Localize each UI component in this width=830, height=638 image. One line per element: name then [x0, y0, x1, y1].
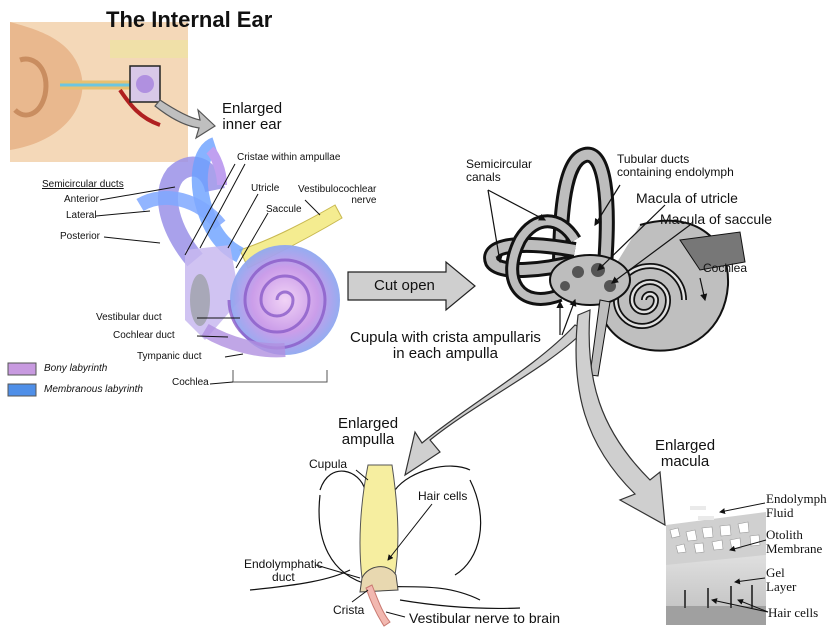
- otolith-line1: Otolith: [766, 527, 803, 542]
- cut-open-label: Cut open: [374, 277, 435, 294]
- cupula-label: Cupula: [309, 457, 348, 471]
- vestibulocochlear-nerve-label: Vestibulocochlear nerve: [298, 184, 377, 206]
- enlarged-ampulla-label: Enlarged ampulla: [338, 416, 398, 448]
- enlarged-macula-line2: macula: [660, 452, 710, 470]
- gel-layer-label: Gel Layer: [766, 566, 796, 593]
- arrow-to-ampulla: [404, 324, 587, 477]
- semicircular-canals-label: Semicircular canals: [466, 158, 532, 183]
- endolymphatic-duct-label: Endolymphatic duct: [244, 558, 323, 583]
- cupula-shape: [359, 464, 399, 580]
- macula-saccule-label: Macula of saccule: [660, 211, 773, 227]
- enlarged-macula-line1: Enlarged: [655, 437, 716, 454]
- right-leader-lines: [487, 184, 708, 336]
- hair-cells-label-ampulla: Hair cells: [418, 489, 468, 503]
- vestibulocochlear-line2: nerve: [351, 194, 377, 206]
- crista-label: Crista: [333, 603, 365, 617]
- enlarged-ampulla-line2: ampulla: [341, 430, 395, 448]
- enlarged-inner-ear-line2: inner ear: [222, 115, 282, 133]
- vestibular-nerve-shape: [365, 584, 391, 627]
- endolymph-line2: Fluid: [766, 504, 794, 520]
- arrow-to-macula: [575, 309, 666, 527]
- page-title: The Internal Ear: [106, 7, 273, 32]
- cochlear-duct-label: Cochlear duct: [113, 330, 175, 341]
- enlarged-ampulla-line1: Enlarged: [338, 415, 399, 432]
- cristae-label: Cristae within ampullae: [237, 152, 341, 163]
- inner-ear-illustration: [136, 137, 343, 383]
- enlarged-inner-ear-line1: Enlarged: [222, 100, 283, 117]
- otolith-line2: Membrane: [766, 540, 823, 556]
- anterior-label: Anterior: [64, 194, 100, 205]
- semicircular-canals-line1: Semicircular: [466, 157, 533, 171]
- vestibulocochlear-line1: Vestibulocochlear: [298, 184, 377, 195]
- tubular-ducts-line2: containing endolymph: [617, 164, 734, 179]
- semicircular-ducts-label: Semicircular ducts: [42, 179, 124, 190]
- left-leader-lines: [95, 163, 321, 385]
- posterior-label: Posterior: [60, 231, 101, 242]
- crista-shape: [359, 566, 399, 593]
- legend-bony-label: Bony labyrinth: [44, 363, 108, 374]
- cupula-crista-label: Cupula with crista ampullaris in each am…: [350, 330, 541, 362]
- tubular-ducts-label: Tubular ducts containing endolymph: [617, 153, 734, 178]
- legend-bony-swatch: [7, 362, 37, 376]
- enlarge-arrow: [154, 99, 216, 140]
- legend-membranous-swatch: [7, 383, 37, 397]
- enlarged-macula-label: Enlarged macula: [655, 438, 715, 470]
- gel-line1: Gel: [766, 565, 785, 580]
- hair-cells-label-macula: Hair cells: [768, 605, 819, 620]
- utricle-label: Utricle: [251, 183, 280, 194]
- endolymph-fluid-label: Endolymph Fluid: [766, 492, 827, 519]
- macula-leaders: [711, 502, 769, 613]
- semicircular-canals-line2: canals: [466, 169, 501, 184]
- cut-open-labyrinth: [483, 146, 746, 377]
- otolith-membrane-label: Otolith Membrane: [766, 528, 822, 555]
- legend-membranous-label: Membranous labyrinth: [44, 384, 143, 395]
- ampulla-leaders: [315, 469, 433, 618]
- endolymphatic-line1: Endolymphatic: [244, 557, 323, 571]
- outer-ear-inset: [10, 22, 188, 162]
- cupula-crista-line2: in each ampulla: [392, 344, 498, 362]
- cochlea-label-left: Cochlea: [172, 377, 209, 388]
- saccule-label: Saccule: [266, 204, 302, 215]
- vestibular-nerve-label: Vestibular nerve to brain: [409, 610, 560, 626]
- lateral-label: Lateral: [66, 210, 97, 221]
- vestibular-duct-label: Vestibular duct: [96, 312, 162, 323]
- macula-illustration: [666, 506, 766, 625]
- cut-open-arrow: [347, 260, 476, 312]
- endolymphatic-line2: duct: [272, 569, 295, 584]
- cupula-crista-line1: Cupula with crista ampullaris: [350, 329, 541, 346]
- enlarged-inner-ear-label: Enlarged inner ear: [222, 101, 282, 133]
- macula-utricle-label: Macula of utricle: [636, 190, 738, 206]
- tympanic-duct-label: Tympanic duct: [137, 351, 202, 362]
- gel-line2: Layer: [766, 578, 797, 594]
- endolymph-line1: Endolymph: [766, 491, 827, 506]
- tubular-ducts-line1: Tubular ducts: [617, 152, 690, 166]
- cochlea-label-right: Cochlea: [703, 261, 748, 275]
